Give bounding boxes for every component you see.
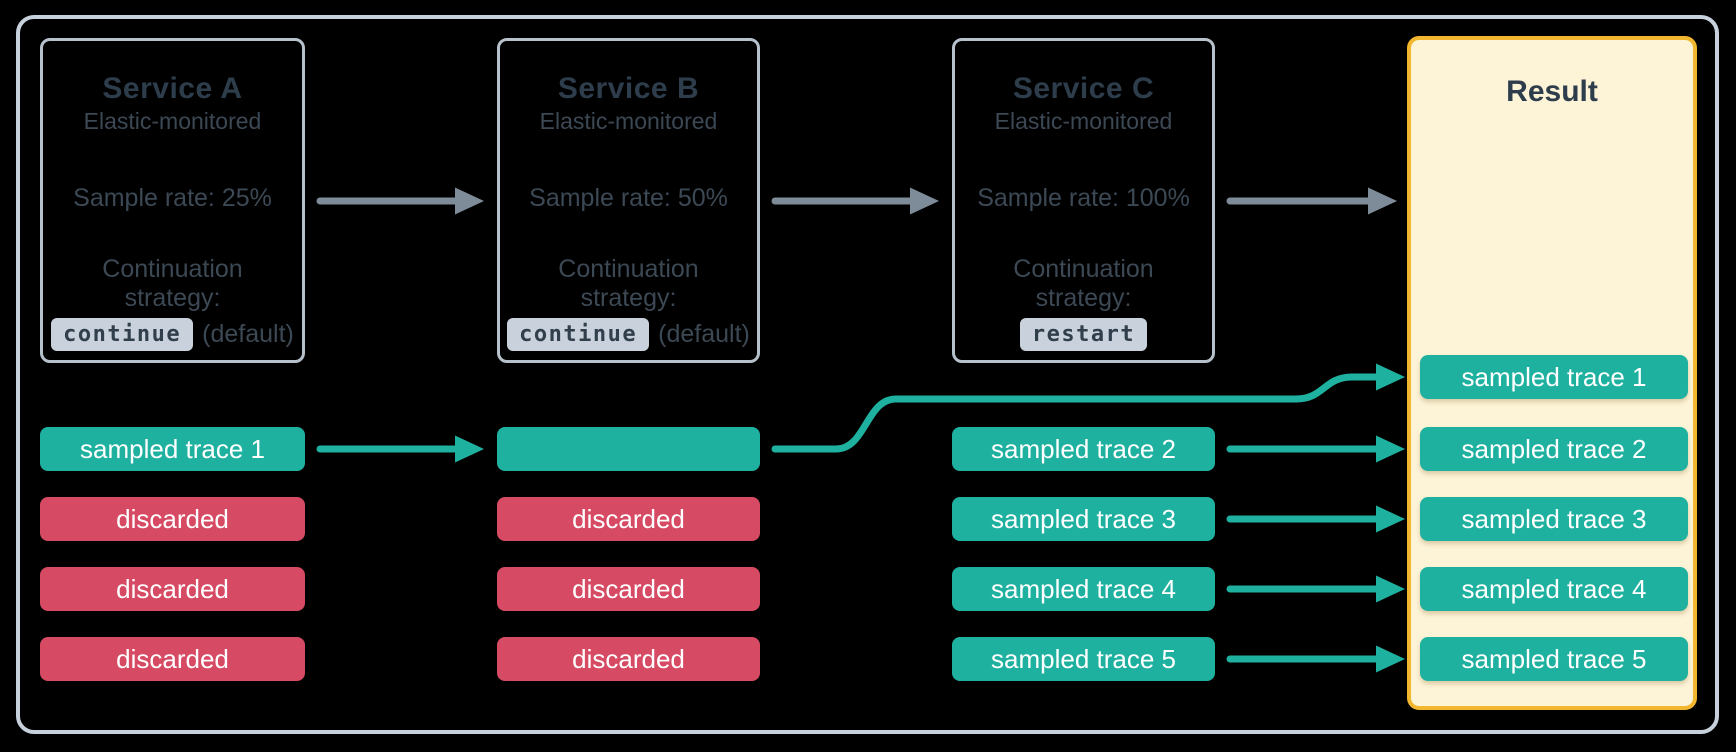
outer-frame <box>16 15 1719 734</box>
chip-b-discarded-2: discarded <box>497 567 760 611</box>
chip-result-sampled-trace-2: sampled trace 2 <box>1420 427 1688 471</box>
chip-result-sampled-trace-3: sampled trace 3 <box>1420 497 1688 541</box>
service-b-title: Service B <box>557 72 700 105</box>
service-a-monitoring: Elastic-monitored <box>83 108 262 134</box>
chip-a-discarded-3: discarded <box>40 637 305 681</box>
service-b-strategy-line: continue (default) <box>507 318 750 351</box>
chip-b-discarded-1: discarded <box>497 497 760 541</box>
chip-result-sampled-trace-4: sampled trace 4 <box>1420 567 1688 611</box>
chip-a-sampled-trace-1: sampled trace 1 <box>40 427 305 471</box>
chip-c-sampled-trace-5: sampled trace 5 <box>952 637 1215 681</box>
chip-c-sampled-trace-2: sampled trace 2 <box>952 427 1215 471</box>
service-a-strategy-value: continue <box>51 318 194 351</box>
service-b-strategy-suffix: (default) <box>658 320 750 348</box>
chip-a-discarded-2: discarded <box>40 567 305 611</box>
service-c-title: Service C <box>1012 72 1155 105</box>
chip-b-sampled-unlabeled <box>497 427 760 471</box>
service-a-strategy-line: continue (default) <box>51 318 294 351</box>
chip-result-sampled-trace-5: sampled trace 5 <box>1420 637 1688 681</box>
service-c-strategy-line: restart <box>1019 318 1148 351</box>
service-b-monitoring: Elastic-monitored <box>539 108 718 134</box>
service-a-strategy-suffix: (default) <box>202 320 294 348</box>
chip-result-sampled-trace-1: sampled trace 1 <box>1420 355 1688 399</box>
service-b-box: Service B Elastic-monitored Sample rate:… <box>497 38 760 363</box>
service-c-strategy-value: restart <box>1019 318 1148 351</box>
service-b-strategy-value: continue <box>507 318 650 351</box>
service-a-box: Service A Elastic-monitored Sample rate:… <box>40 38 305 363</box>
chip-c-sampled-trace-4: sampled trace 4 <box>952 567 1215 611</box>
service-b-sample-rate: Sample rate: 50% <box>529 184 728 212</box>
service-c-monitoring: Elastic-monitored <box>994 108 1173 134</box>
service-c-sample-rate: Sample rate: 100% <box>977 184 1190 212</box>
service-c-box: Service C Elastic-monitored Sample rate:… <box>952 38 1215 363</box>
chip-a-discarded-1: discarded <box>40 497 305 541</box>
chip-b-discarded-3: discarded <box>497 637 760 681</box>
service-c-strategy-label: Continuation strategy: <box>1013 255 1154 312</box>
chip-c-sampled-trace-3: sampled trace 3 <box>952 497 1215 541</box>
result-title: Result <box>1506 75 1598 108</box>
service-a-sample-rate: Sample rate: 25% <box>73 184 272 212</box>
service-a-title: Service A <box>102 72 243 105</box>
service-a-strategy-label: Continuation strategy: <box>102 255 243 312</box>
service-b-strategy-label: Continuation strategy: <box>558 255 699 312</box>
